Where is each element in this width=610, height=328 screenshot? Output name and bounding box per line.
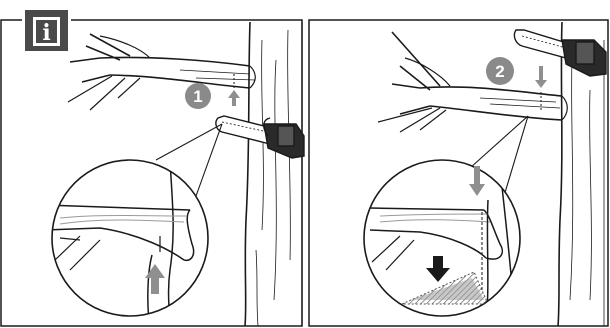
tree-trunk-right	[557, 21, 605, 327]
down-arrow-detail-icon	[469, 166, 485, 196]
branch-left	[67, 33, 256, 111]
up-arrow-icon	[228, 90, 240, 106]
chainsaw-icon-right	[513, 29, 607, 77]
step-badge-2: 2	[486, 57, 514, 85]
callout-lines-right	[469, 115, 529, 197]
panel-left: 1	[51, 21, 305, 327]
step-badge-1: 1	[185, 83, 211, 109]
falling-arrow-icon	[426, 256, 450, 282]
branch-right	[377, 31, 568, 133]
down-arrow-icon	[535, 66, 547, 88]
info-badge: i	[22, 7, 71, 54]
step-number-2: 2	[495, 62, 504, 81]
callout-lines-left	[155, 123, 223, 197]
up-arrow-detail-icon	[145, 264, 165, 294]
chainsaw-icon-left	[215, 115, 305, 159]
falling-wedge	[401, 271, 489, 305]
detail-circle-left	[51, 159, 209, 317]
detail-circle-right	[363, 159, 521, 317]
panel-right: 2	[363, 21, 607, 327]
info-icon: i	[42, 20, 50, 46]
step-number-1: 1	[193, 87, 202, 106]
